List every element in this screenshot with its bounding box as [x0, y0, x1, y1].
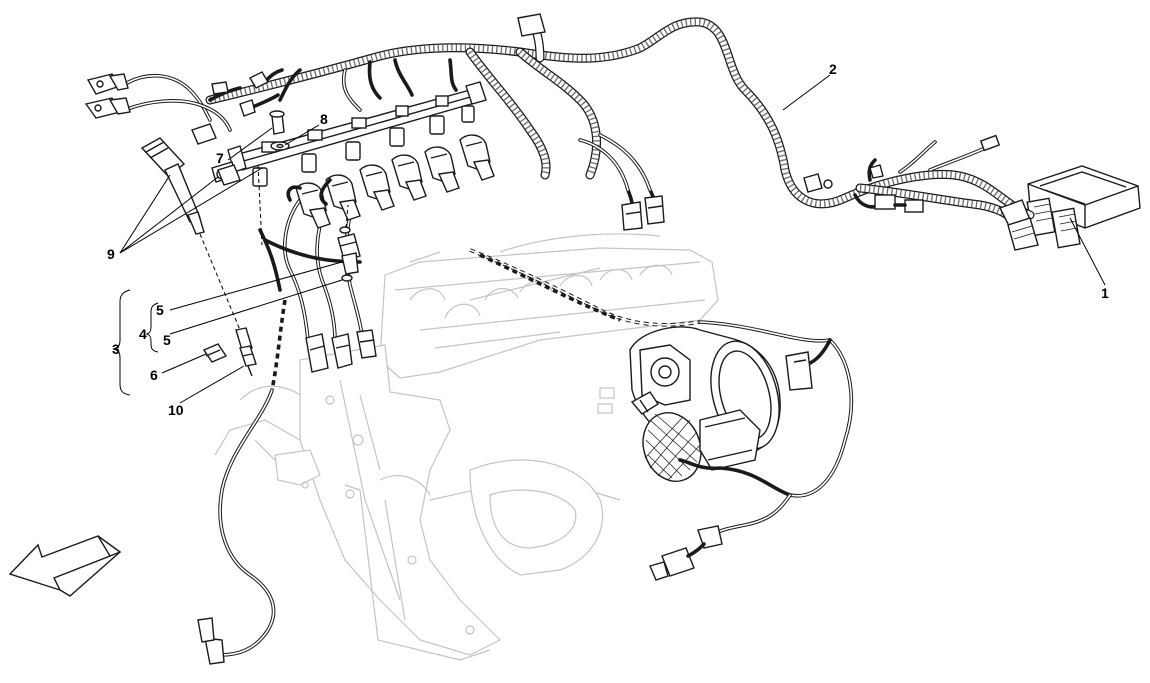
callout-3: 3 — [112, 341, 120, 357]
wiring-harness — [205, 13, 1039, 251]
ecu-module — [1026, 165, 1141, 249]
callout-6: 6 — [150, 367, 158, 383]
throttle-body — [629, 326, 781, 482]
callout-9: 9 — [107, 246, 115, 262]
coil-wires — [197, 58, 854, 665]
ignition-coils — [286, 134, 495, 229]
knock-sensor-parts — [202, 327, 257, 377]
callout-5-upper: 5 — [156, 302, 164, 318]
callout-1: 1 — [1101, 285, 1109, 301]
spark-plug-coil — [140, 110, 290, 235]
engine-block — [214, 233, 719, 661]
callout-5-lower: 5 — [163, 332, 171, 348]
callout-4: 4 — [139, 326, 147, 342]
callout-10: 10 — [168, 402, 184, 418]
callout-7: 7 — [216, 150, 224, 166]
left-connectors — [84, 68, 302, 145]
injector-detail — [337, 226, 361, 282]
direction-arrow-icon — [8, 535, 122, 597]
callout-8: 8 — [320, 111, 328, 127]
callout-2: 2 — [829, 61, 837, 77]
leader-lines — [112, 74, 1106, 404]
